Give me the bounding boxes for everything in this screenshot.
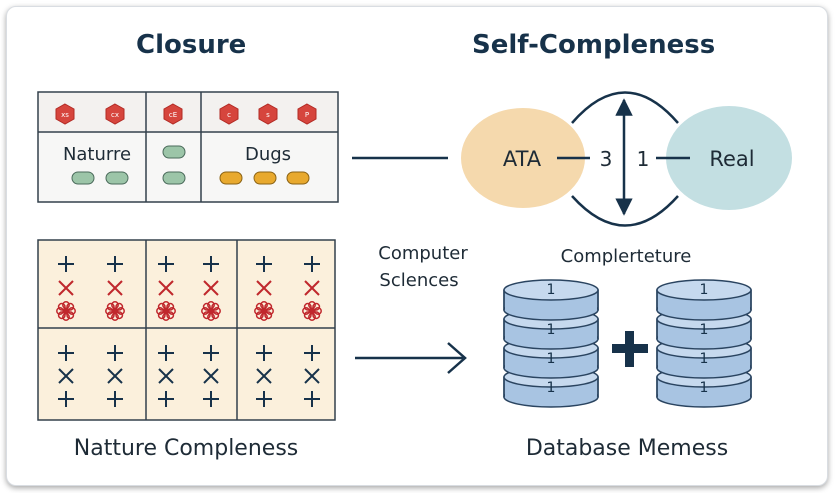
plus-symbol bbox=[203, 256, 219, 272]
cell-dugs-label: Dugs bbox=[245, 144, 291, 165]
plus-symbol bbox=[107, 345, 123, 361]
pill-green-3 bbox=[162, 145, 186, 159]
cross-symbol bbox=[203, 368, 219, 384]
venn-number-left: 3 bbox=[600, 147, 613, 171]
badge-text-4: c bbox=[227, 111, 231, 119]
plus-symbol bbox=[256, 345, 272, 361]
cross-symbol bbox=[256, 368, 272, 384]
flower-symbol bbox=[56, 301, 76, 321]
plus-symbol bbox=[58, 345, 74, 361]
badge-text-5: s bbox=[266, 111, 270, 119]
database-cylinder: 1 bbox=[656, 279, 752, 321]
grid-symbols bbox=[56, 256, 322, 407]
plus-symbol bbox=[158, 391, 174, 407]
cross-symbol bbox=[304, 280, 320, 296]
venn-caption: Complerteture bbox=[561, 246, 692, 267]
cross-symbol bbox=[58, 280, 74, 296]
hexagon-badge-1 bbox=[55, 103, 75, 125]
database-stack-left: 1 1 1 1 bbox=[503, 279, 599, 408]
cross-symbol bbox=[58, 368, 74, 384]
cross-symbol bbox=[158, 368, 174, 384]
plus-icon bbox=[612, 331, 648, 367]
plus-symbol bbox=[158, 345, 174, 361]
database-cylinder: 1 bbox=[503, 279, 599, 321]
bottom-grid bbox=[37, 239, 336, 421]
plus-symbol bbox=[304, 345, 320, 361]
cross-symbol bbox=[107, 368, 123, 384]
database-cylinder: 1 bbox=[503, 337, 599, 379]
database-label: 1 bbox=[547, 351, 556, 367]
hexagon-badge-6 bbox=[297, 103, 317, 125]
pill-green-1 bbox=[71, 171, 95, 185]
cross-symbol bbox=[107, 280, 123, 296]
title-closure: Closure bbox=[136, 30, 247, 60]
venn-right-label: Real bbox=[709, 147, 754, 171]
arc-top bbox=[571, 91, 679, 124]
flower-symbol bbox=[302, 301, 322, 321]
plus-symbol bbox=[107, 391, 123, 407]
plus-symbol bbox=[304, 391, 320, 407]
hexagon-badge-5 bbox=[258, 103, 278, 125]
flower-symbol bbox=[201, 301, 221, 321]
database-label: 1 bbox=[700, 322, 709, 338]
pill-green-4 bbox=[162, 171, 186, 185]
plus-symbol bbox=[256, 256, 272, 272]
hexagon-badge-4 bbox=[219, 103, 239, 125]
badge-text-6: P bbox=[305, 111, 309, 119]
flower-symbol bbox=[156, 301, 176, 321]
database-label: 1 bbox=[547, 322, 556, 338]
flower-symbol bbox=[105, 301, 125, 321]
sciences-label: Sclences bbox=[379, 270, 458, 291]
plus-symbol bbox=[158, 256, 174, 272]
database-stack-right: 1 1 1 1 bbox=[656, 279, 752, 408]
database-label: 1 bbox=[547, 380, 556, 396]
plus-symbol bbox=[256, 391, 272, 407]
venn-left-label: ATA bbox=[503, 147, 542, 171]
hexagon-badge-3 bbox=[163, 103, 183, 125]
database-label: 1 bbox=[700, 282, 709, 298]
flower-symbol bbox=[254, 301, 274, 321]
plus-symbol bbox=[203, 345, 219, 361]
database-caption: Database Memess bbox=[526, 436, 728, 461]
nature-compleness-caption: Natture Compleness bbox=[74, 436, 299, 461]
database-label: 1 bbox=[547, 282, 556, 298]
pill-orange-3 bbox=[286, 171, 310, 185]
pill-orange-2 bbox=[253, 171, 277, 185]
arc-bottom bbox=[571, 195, 679, 227]
database-label: 1 bbox=[700, 380, 709, 396]
computer-label: Computer bbox=[378, 243, 468, 264]
title-self-compleness: Self-Compleness bbox=[472, 30, 716, 60]
pill-green-2 bbox=[105, 171, 129, 185]
badge-text-2: cx bbox=[111, 111, 119, 119]
plus-symbol bbox=[107, 256, 123, 272]
plus-symbol bbox=[58, 256, 74, 272]
circle-real bbox=[666, 106, 792, 210]
cell-nature-label: Naturre bbox=[63, 144, 131, 165]
cross-symbol bbox=[304, 368, 320, 384]
plus-symbol bbox=[58, 391, 74, 407]
cross-symbol bbox=[256, 280, 272, 296]
database-label: 1 bbox=[700, 351, 709, 367]
cross-symbol bbox=[203, 280, 219, 296]
venn-number-right: 1 bbox=[637, 147, 650, 171]
hexagon-badge-2 bbox=[105, 103, 125, 125]
plus-symbol bbox=[304, 256, 320, 272]
circle-ata bbox=[461, 108, 585, 208]
arrow-bottom-head bbox=[447, 342, 467, 374]
plus-symbol bbox=[203, 391, 219, 407]
badge-text-3: cE bbox=[169, 111, 177, 119]
pill-orange-1 bbox=[219, 171, 243, 185]
badge-text-1: xs bbox=[61, 111, 69, 119]
cross-symbol bbox=[158, 280, 174, 296]
